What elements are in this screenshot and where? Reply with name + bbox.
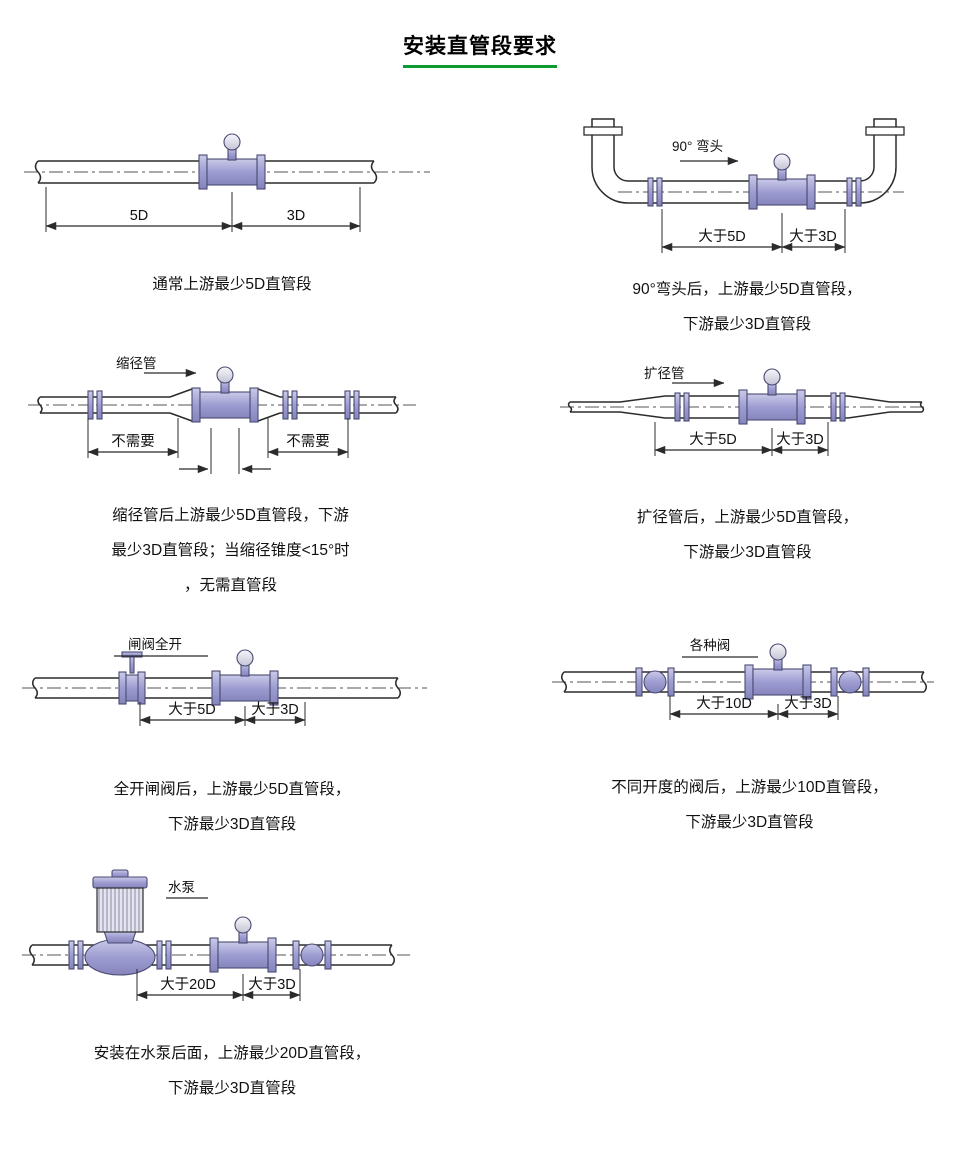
pipe-with-elbows	[591, 118, 897, 204]
flowmeter-icon	[738, 368, 806, 425]
dimensioning: 5D 3D	[45, 187, 361, 232]
caption-gate-valve: 全开闸阀后，上游最少5D直管段， 下游最少3D直管段	[22, 772, 442, 842]
pipe-break-icon	[561, 671, 927, 693]
dimensioning: 大于20D 大于3D	[136, 969, 301, 1001]
reducer-cone-icon	[169, 388, 281, 422]
component-label: 缩径管	[116, 356, 157, 371]
page-header: 安装直管段要求	[0, 30, 960, 68]
component-label: 扩径管	[644, 366, 685, 381]
downstream-dim-label: 大于3D	[251, 701, 299, 718]
figure-gate-valve: 闸阀全开 大于5D 大于3D	[22, 618, 442, 763]
caption-expander: 扩径管后，上游最少5D直管段， 下游最少3D直管段	[560, 500, 935, 570]
caption-straight-pipe: 通常上游最少5D直管段	[22, 273, 442, 297]
upstream-dim-label: 大于10D	[696, 695, 752, 712]
downstream-dim-label: 3D	[287, 208, 306, 224]
caption-line: 安装在水泵后面，上游最少20D直管段，	[93, 1045, 371, 1062]
flange-pair-icon	[344, 390, 360, 420]
caption-line: 下游最少3D直管段	[682, 316, 812, 333]
downstream-dim-label: 大于3D	[789, 228, 837, 245]
gate-valve-icon	[118, 651, 146, 705]
diagram-gate-valve: 闸阀全开 大于5D 大于3D	[22, 636, 427, 726]
downstream-dim-label: 大于3D	[784, 695, 832, 712]
diagram-expander: 扩径管 大于5D 大于3D	[560, 366, 928, 456]
dimensioning: 不需要 不需要	[87, 418, 349, 474]
caption-line: 下游最少3D直管段	[683, 544, 812, 561]
caption-line: 下游最少3D直管段	[685, 814, 814, 831]
downstream-dim-label: 不需要	[286, 433, 330, 450]
caption-line: 全开闸阀后，上游最少5D直管段，	[113, 781, 351, 798]
pipe-break-icon	[32, 677, 401, 699]
pipe-break-icon	[567, 401, 925, 413]
caption-various-valves: 不同开度的阀后，上游最少10D直管段， 下游最少3D直管段	[552, 770, 947, 840]
caption-elbow-90: 90°弯头后，上游最少5D直管段， 下游最少3D直管段	[562, 272, 932, 342]
valve-icon	[292, 940, 332, 970]
dimensioning: 大于5D 大于3D	[661, 209, 846, 253]
flange-pair-icon	[674, 392, 690, 422]
valve-icon	[830, 667, 870, 697]
component-label: 水泵	[168, 880, 195, 895]
flowmeter-icon	[748, 153, 816, 210]
valve-icon	[635, 667, 675, 697]
caption-water-pump: 安装在水泵后面，上游最少20D直管段， 下游最少3D直管段	[22, 1036, 442, 1106]
upstream-dim-label: 不需要	[111, 433, 155, 450]
pipe-break-icon	[34, 160, 378, 184]
figure-water-pump: 水泵 大于20D 大于3D	[22, 862, 442, 1022]
caption-line: 缩径管后上游最少5D直管段，下游	[112, 507, 349, 524]
caption-reducer: 缩径管后上游最少5D直管段，下游 最少3D直管段；当缩径锥度<15°时 ，无需直…	[28, 498, 433, 603]
flowmeter-icon	[198, 133, 266, 190]
component-label: 90° 弯头	[672, 138, 723, 154]
figure-expander: 扩径管 大于5D 大于3D	[560, 362, 935, 497]
pipe-break-icon	[37, 396, 399, 414]
pipe	[40, 396, 396, 414]
downstream-dim-label: 大于3D	[776, 431, 824, 448]
caption-line: 最少3D直管段；当缩径锥度<15°时	[111, 542, 350, 559]
left-riser-flange	[583, 126, 623, 136]
caption-line: 90°弯头后，上游最少5D直管段，	[632, 281, 862, 298]
flowmeter-icon	[744, 643, 812, 700]
dimensioning: 大于10D 大于3D	[669, 695, 839, 720]
upstream-dim-label: 5D	[130, 208, 149, 224]
expander-cone-icon	[619, 395, 891, 419]
figure-straight-pipe: 5D 3D	[22, 110, 442, 275]
figure-various-valves: 各种阀 大于10D 大于3D	[552, 632, 947, 762]
upstream-dim-label: 大于20D	[160, 976, 216, 993]
diagram-straight-pipe: 5D 3D	[24, 133, 430, 232]
caption-line: 不同开度的阀后，上游最少10D直管段，	[611, 779, 888, 796]
upstream-dim-label: 大于5D	[689, 431, 737, 448]
upstream-dim-label: 大于5D	[698, 228, 746, 245]
component-label: 闸阀全开	[128, 636, 182, 652]
downstream-dim-label: 大于3D	[248, 976, 296, 993]
upstream-dim-label: 大于5D	[168, 701, 216, 718]
caption-line: 下游最少3D直管段	[167, 1080, 297, 1097]
caption-line: 扩径管后，上游最少5D直管段，	[636, 509, 859, 526]
caption-line: ，无需直管段	[183, 577, 277, 594]
dimensioning: 大于5D 大于3D	[139, 701, 306, 726]
dimensioning: 大于5D 大于3D	[654, 422, 829, 456]
flowmeter-icon	[211, 649, 279, 706]
caption-line: 下游最少3D直管段	[167, 816, 297, 833]
figure-reducer: 缩径管 不需要 不需要	[28, 352, 433, 497]
diagram-water-pump: 水泵 大于20D 大于3D	[22, 869, 410, 1001]
flowmeter-icon	[191, 366, 259, 423]
diagram-reducer: 缩径管 不需要 不需要	[28, 356, 416, 474]
flange-pair-icon	[87, 390, 103, 420]
caption-line: 通常上游最少5D直管段	[152, 276, 312, 293]
page-title: 安装直管段要求	[403, 30, 557, 68]
diagram-various-valves: 各种阀 大于10D 大于3D	[552, 638, 934, 720]
flowmeter-icon	[209, 916, 277, 973]
pipe-break-icon	[29, 944, 395, 966]
figure-elbow-90: 90° 弯头 大于5D 大于3D	[562, 105, 932, 280]
diagram-elbow-90: 90° 弯头 大于5D 大于3D	[583, 118, 905, 253]
component-label: 各种阀	[690, 638, 731, 653]
right-riser-flange	[865, 126, 905, 136]
pump-icon	[68, 869, 172, 976]
